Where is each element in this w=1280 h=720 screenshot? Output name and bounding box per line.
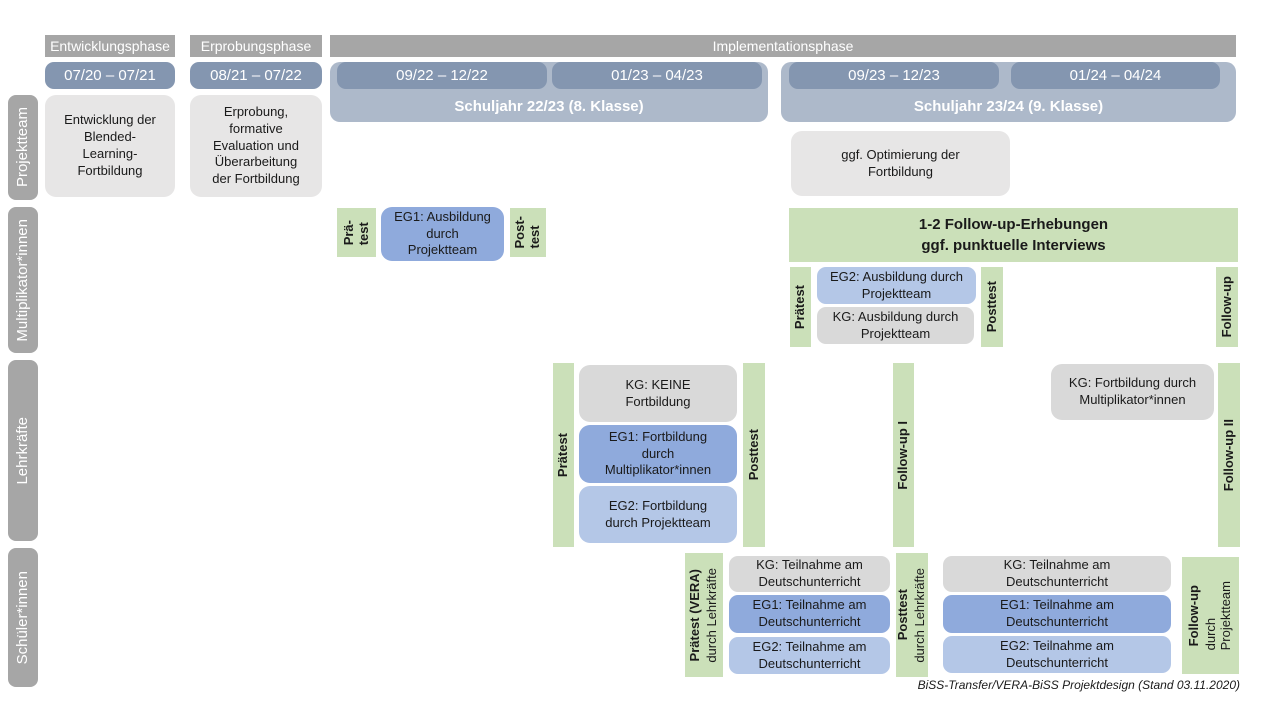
box-eg2-ausbildung-projektteam: EG2: Ausbildung durch Projektteam: [817, 267, 976, 304]
bar-followup2-lehrkraefte-text: Follow-up II: [1220, 418, 1236, 492]
bar-praetest-multiplikatoren-1-text: Prä- test: [340, 219, 371, 246]
bar-followup1-lehrkraefte: Follow-up I: [893, 363, 914, 547]
row-label-multiplikatoren-text: Multiplikator*innen: [14, 218, 32, 342]
bar-praetest-vera-schueler: Prätest (VERA) durch Lehrkräfte: [685, 553, 723, 677]
row-label-schueler: Schüler*innen: [8, 548, 38, 687]
box-eg1-deutschunterricht-1: EG1: Teilnahme am Deutschunterricht: [729, 595, 890, 633]
date-bar-0123-0423: 01/23 – 04/23: [552, 62, 762, 89]
bar-praetest-multiplikatoren-1: Prä- test: [337, 208, 376, 257]
bar-praetest-vera-main-text: Prätest (VERA): [687, 568, 703, 662]
bar-praetest-multiplikatoren-2-text: Prätest: [792, 284, 808, 330]
diagram-caption: BiSS-Transfer/VERA-BiSS Projektdesign (S…: [917, 678, 1240, 692]
box-erprobung-evaluation: Erprobung, formative Evaluation und Über…: [190, 95, 322, 197]
box-followup-erhebungen: 1-2 Follow-up-Erhebungen ggf. punktuelle…: [789, 208, 1238, 262]
bar-posttest-multiplikatoren-1: Post- test: [510, 208, 546, 257]
box-kg-deutschunterricht-1: KG: Teilnahme am Deutschunterricht: [729, 556, 890, 592]
box-kg-ausbildung-projektteam: KG: Ausbildung durch Projektteam: [817, 307, 974, 344]
date-bar-0922-1222: 09/22 – 12/22: [337, 62, 547, 89]
row-label-projektteam: Projektteam: [8, 95, 38, 200]
date-bar-0923-1223: 09/23 – 12/23: [789, 62, 999, 89]
row-label-schueler-text: Schüler*innen: [14, 570, 32, 665]
box-eg1-fortbildung-multiplikatoren: EG1: Fortbildung durch Multiplikator*inn…: [579, 425, 737, 483]
bar-posttest-schueler-sub-text: durch Lehrkräfte: [912, 567, 927, 663]
box-optimierung-fortbildung: ggf. Optimierung der Fortbildung: [791, 131, 1010, 196]
bar-posttest-lehrkraefte: Posttest: [743, 363, 765, 547]
schoolyear-label-22-23: Schuljahr 22/23 (8. Klasse): [454, 98, 644, 115]
row-label-multiplikatoren: Multiplikator*innen: [8, 207, 38, 353]
box-kg-keine-fortbildung: KG: KEINE Fortbildung: [579, 365, 737, 422]
phase-header-erprobungsphase: Erprobungsphase: [190, 35, 322, 57]
bar-followup1-lehrkraefte-text: Follow-up I: [895, 420, 911, 490]
box-eg1-ausbildung-projektteam: EG1: Ausbildung durch Projektteam: [381, 207, 504, 261]
box-kg-fortbildung-multiplikatoren: KG: Fortbildung durch Multiplikator*inne…: [1051, 364, 1214, 420]
box-eg2-deutschunterricht-2: EG2: Teilnahme am Deutschunterricht: [943, 636, 1171, 673]
date-bar-0821-0722: 08/21 – 07/22: [190, 62, 322, 89]
row-label-lehrkraefte: Lehrkräfte: [8, 360, 38, 541]
box-kg-deutschunterricht-2: KG: Teilnahme am Deutschunterricht: [943, 556, 1171, 592]
row-label-projektteam-text: Projektteam: [14, 107, 32, 188]
bar-posttest-multiplikatoren-1-text: Post- test: [512, 216, 542, 249]
bar-posttest-multiplikatoren-2-text: Posttest: [983, 281, 999, 333]
date-bar-0124-0424: 01/24 – 04/24: [1011, 62, 1220, 89]
bar-followup-multiplikatoren: Follow-up: [1216, 267, 1238, 347]
bar-praetest-lehrkraefte: Prätest: [553, 363, 574, 547]
bar-praetest-vera-sub-text: durch Lehrkräfte: [704, 567, 719, 663]
bar-posttest-lehrkraefte-text: Posttest: [745, 429, 761, 481]
date-bar-0720-0721: 07/20 – 07/21: [45, 62, 175, 89]
box-eg2-deutschunterricht-1: EG2: Teilnahme am Deutschunterricht: [729, 637, 890, 674]
box-eg1-deutschunterricht-2: EG1: Teilnahme am Deutschunterricht: [943, 595, 1171, 633]
bar-followup-schueler-sub-text: durch Projektteam: [1203, 580, 1233, 651]
bar-praetest-multiplikatoren-2: Prätest: [790, 267, 811, 347]
bar-posttest-schueler-main-text: Posttest: [895, 589, 911, 641]
bar-praetest-lehrkraefte-text: Prätest: [555, 432, 571, 478]
phase-header-entwicklungsphase: Entwicklungsphase: [45, 35, 175, 57]
phase-header-implementationsphase: Implementationsphase: [330, 35, 1236, 57]
bar-followup-schueler-main-text: Follow-up: [1186, 584, 1202, 647]
bar-followup-schueler: Follow-up durch Projektteam: [1182, 557, 1239, 674]
box-eg2-fortbildung-projektteam: EG2: Fortbildung durch Projektteam: [579, 486, 737, 543]
bar-posttest-schueler: Posttest durch Lehrkräfte: [895, 553, 928, 677]
schoolyear-label-23-24: Schuljahr 23/24 (9. Klasse): [913, 98, 1104, 115]
bar-followup-multiplikatoren-text: Follow-up: [1218, 276, 1234, 338]
box-entwicklung-fortbildung: Entwicklung der Blended- Learning- Fortb…: [45, 95, 175, 197]
row-label-lehrkraefte-text: Lehrkräfte: [14, 416, 32, 485]
bar-followup2-lehrkraefte: Follow-up II: [1218, 363, 1240, 547]
bar-posttest-multiplikatoren-2: Posttest: [981, 267, 1003, 347]
